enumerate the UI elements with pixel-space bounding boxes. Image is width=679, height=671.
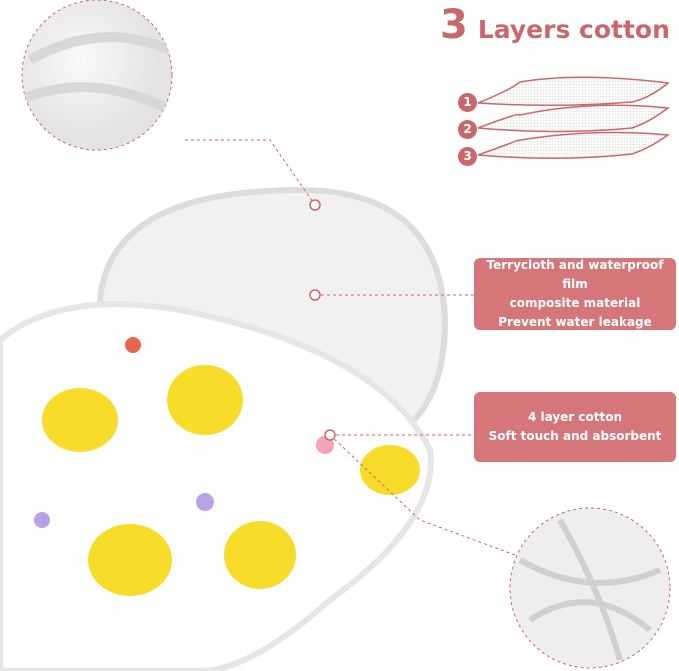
label-line: 4 layer cotton: [527, 410, 623, 424]
layer-number: 2: [458, 120, 477, 139]
label-line: Terrycloth and waterproof film: [486, 258, 664, 291]
header-title: 3 Layers cotton: [440, 2, 670, 48]
cotton-label: 4 layer cotton Soft touch and absorbent: [474, 392, 676, 462]
title-text: Layers cotton: [477, 15, 670, 44]
layer-badge-2: 2: [458, 118, 477, 139]
layer-number: 1: [458, 93, 477, 112]
layers-diagram: [477, 76, 671, 160]
terry-closeup-circle: [21, 0, 173, 151]
terrycloth-label: Terrycloth and waterproof film composite…: [474, 258, 676, 330]
layer-badge-3: 3: [458, 145, 477, 166]
layer-number: 3: [458, 147, 477, 166]
layer-badge-1: 1: [458, 91, 477, 112]
muslin-bib: [0, 301, 434, 671]
label-line: composite material: [509, 296, 641, 310]
connector-lines: [185, 139, 516, 556]
layer-count: 3: [440, 2, 468, 48]
muslin-closeup-circle: [509, 507, 671, 669]
label-line: Soft touch and absorbent: [488, 429, 662, 443]
label-line: Prevent water leakage: [498, 315, 652, 329]
hotspot-dots: [309, 199, 336, 441]
